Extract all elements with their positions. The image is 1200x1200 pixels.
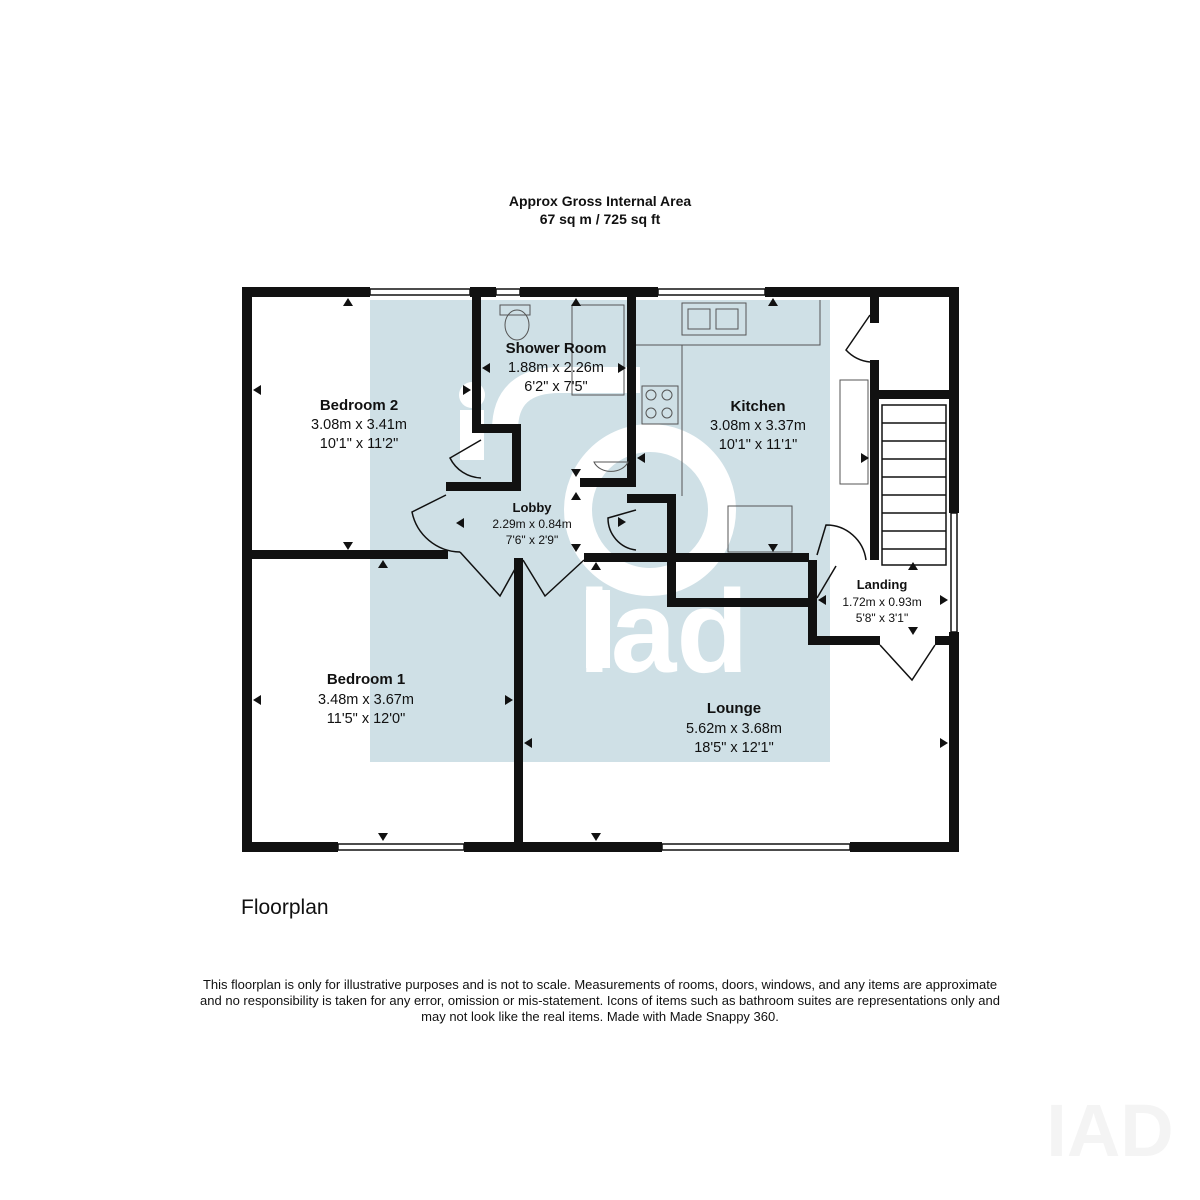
kitchen-imperial: 10'1" x 11'1" xyxy=(719,437,797,453)
bedroom2-metric: 3.08m x 3.41m xyxy=(311,417,407,433)
windows xyxy=(337,288,958,851)
lobby-name: Lobby xyxy=(513,500,553,515)
kitchen-name: Kitchen xyxy=(730,398,785,415)
shower-room-name: Shower Room xyxy=(506,340,607,357)
bedroom2-imperial: 10'1" x 11'2" xyxy=(320,436,398,452)
shower-room-imperial: 6'2" x 7'5" xyxy=(524,379,587,395)
bedroom1-imperial: 11'5" x 12'0" xyxy=(327,711,405,727)
sink-icon xyxy=(681,302,747,336)
shower-tray-icon xyxy=(571,304,625,396)
cistern-icon xyxy=(499,304,531,316)
door-swings xyxy=(411,314,936,682)
bedroom2-name: Bedroom 2 xyxy=(320,397,398,414)
bedroom1-metric: 3.48m x 3.67m xyxy=(318,692,414,708)
area-title: Approx Gross Internal Area xyxy=(508,193,692,209)
lobby-metric: 2.29m x 0.84m xyxy=(492,517,571,531)
disclaimer-line-3: may not look like the real items. Made w… xyxy=(421,1009,779,1024)
hob-icon xyxy=(641,385,679,425)
landing-name: Landing xyxy=(857,577,908,592)
watermark-logo: iad xyxy=(459,367,749,698)
basin-icon xyxy=(593,461,629,472)
interior-walls xyxy=(252,297,955,842)
radiator-icon xyxy=(839,379,869,485)
bedroom1-name: Bedroom 1 xyxy=(327,671,405,688)
lounge-imperial: 18'5" x 12'1" xyxy=(694,740,774,756)
floor-label: Floorplan xyxy=(241,896,329,919)
toilet-icon xyxy=(504,309,530,341)
watermark-text: iad xyxy=(578,566,749,698)
appliance-icon xyxy=(727,505,793,553)
fixtures xyxy=(499,300,869,553)
area-value: 67 sq m / 725 sq ft xyxy=(539,211,661,227)
lounge-metric: 5.62m x 3.68m xyxy=(686,721,782,737)
lobby-imperial: 7'6" x 2'9" xyxy=(506,533,558,547)
lounge-name: Lounge xyxy=(707,700,761,717)
landing-metric: 1.72m x 0.93m xyxy=(842,595,921,609)
brand-logo: IAD xyxy=(1046,1089,1173,1172)
disclaimer-line-2: and no responsibility is taken for any e… xyxy=(200,993,1000,1008)
shower-room-metric: 1.88m x 2.26m xyxy=(508,360,604,376)
room-labels: Bedroom 2 3.08m x 3.41m 10'1" x 11'2" Sh… xyxy=(311,340,922,756)
measurement-arrows xyxy=(253,298,948,841)
disclaimer-line-1: This floorplan is only for illustrative … xyxy=(202,977,998,992)
landing-imperial: 5'8" x 3'1" xyxy=(856,611,908,625)
outer-walls xyxy=(242,287,959,852)
stairs xyxy=(881,404,947,566)
kitchen-metric: 3.08m x 3.37m xyxy=(710,418,806,434)
